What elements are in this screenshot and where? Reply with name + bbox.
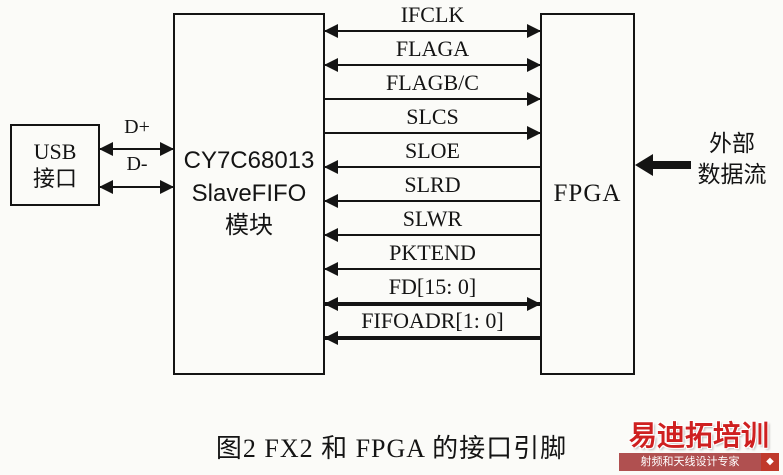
watermark-subtitle: 射频和天线设计专家 xyxy=(619,453,761,471)
external-stream-label-line1: 外部 xyxy=(709,131,755,156)
usb-link-line-dminus xyxy=(99,180,174,194)
watermark-badge-icon: ◆ xyxy=(761,453,779,471)
arrowhead-left-icon xyxy=(324,160,338,174)
arrowhead-left-icon xyxy=(324,262,338,276)
fpga-box-label: FPGA xyxy=(553,180,622,207)
signal-line xyxy=(324,331,540,345)
watermark-bar: 射频和天线设计专家 ◆ xyxy=(619,453,779,471)
usb-box-label-line1: USB xyxy=(33,138,77,164)
arrowhead-right-icon xyxy=(527,58,541,72)
signal-label: SLCS xyxy=(406,104,459,129)
signal-label: FD[15: 0] xyxy=(388,274,477,299)
signal-row: IFCLK xyxy=(324,2,541,38)
signal-row: SLOE xyxy=(324,138,540,174)
signal-label: SLOE xyxy=(405,138,460,163)
usb-box-label-line2: 接口 xyxy=(32,166,77,191)
signal-line xyxy=(324,262,540,276)
fx2-box-label-line3: 模块 xyxy=(225,212,273,240)
arrowhead-right-icon xyxy=(527,92,541,106)
arrowhead-right-icon xyxy=(527,24,541,38)
external-stream-label-line2: 数据流 xyxy=(697,162,767,188)
signal-line xyxy=(325,92,541,106)
arrowhead-right-icon xyxy=(160,180,174,194)
signal-line xyxy=(324,297,541,311)
arrowhead-right-icon xyxy=(160,142,174,156)
arrowhead-right-icon xyxy=(527,297,541,311)
arrowhead-left-icon xyxy=(324,24,338,38)
arrowhead-left-icon xyxy=(324,194,338,208)
usb-link-label-dminus: D- xyxy=(126,153,148,175)
external-stream-label: 外部 数据流 xyxy=(684,128,780,190)
usb-link-line-dplus xyxy=(99,142,174,156)
signal-row: SLWR xyxy=(324,206,540,242)
watermark-title: 易迪拓培训 xyxy=(628,420,769,451)
signal-row: FLAGB/C xyxy=(325,70,541,106)
signal-row: FIFOADR[1: 0] xyxy=(324,308,540,345)
figure-caption: 图2 FX2 和 FPGA 的接口引脚 xyxy=(215,434,568,463)
signal-row: SLCS xyxy=(325,104,541,140)
arrowhead-left-icon xyxy=(99,180,113,194)
signal-label: FLAGA xyxy=(395,36,470,61)
fpga-box: FPGA xyxy=(540,13,635,375)
signal-label: FLAGB/C xyxy=(386,70,479,95)
signal-row: SLRD xyxy=(324,172,540,208)
signal-line xyxy=(324,58,541,72)
arrowhead-left-icon xyxy=(324,58,338,72)
signal-label: IFCLK xyxy=(400,2,465,27)
watermark: 易迪拓培训 射频和天线设计专家 ◆ xyxy=(619,421,779,471)
signal-line xyxy=(324,24,541,38)
external-stream-arrow xyxy=(635,154,691,176)
signal-line xyxy=(324,228,540,242)
signal-label: SLWR xyxy=(402,206,463,231)
usb-interface-box: USB 接口 xyxy=(10,124,100,206)
signal-row: FLAGA xyxy=(324,36,541,72)
fx2-slavefifo-box: CY7C68013 SlaveFIFO 模块 xyxy=(173,13,325,375)
signal-row: FD[15: 0] xyxy=(324,274,541,311)
arrowhead-right-icon xyxy=(527,126,541,140)
arrowhead-left-icon xyxy=(324,297,338,311)
arrowhead-left-icon xyxy=(99,142,113,156)
signal-line xyxy=(325,126,541,140)
signal-line xyxy=(324,160,540,174)
arrowhead-left-icon xyxy=(324,228,338,242)
signal-label: SLRD xyxy=(404,172,461,197)
arrowhead-left-icon xyxy=(324,331,338,345)
usb-link-label-dplus: D+ xyxy=(124,116,150,138)
signal-label: FIFOADR[1: 0] xyxy=(361,308,504,333)
fx2-box-label-line1: CY7C68013 xyxy=(183,147,315,175)
signal-label: PKTEND xyxy=(389,240,476,265)
fx2-box-label-line2: SlaveFIFO xyxy=(191,179,307,207)
signal-line xyxy=(324,194,540,208)
signal-row: PKTEND xyxy=(324,240,540,276)
arrowhead-left-icon xyxy=(635,154,653,176)
